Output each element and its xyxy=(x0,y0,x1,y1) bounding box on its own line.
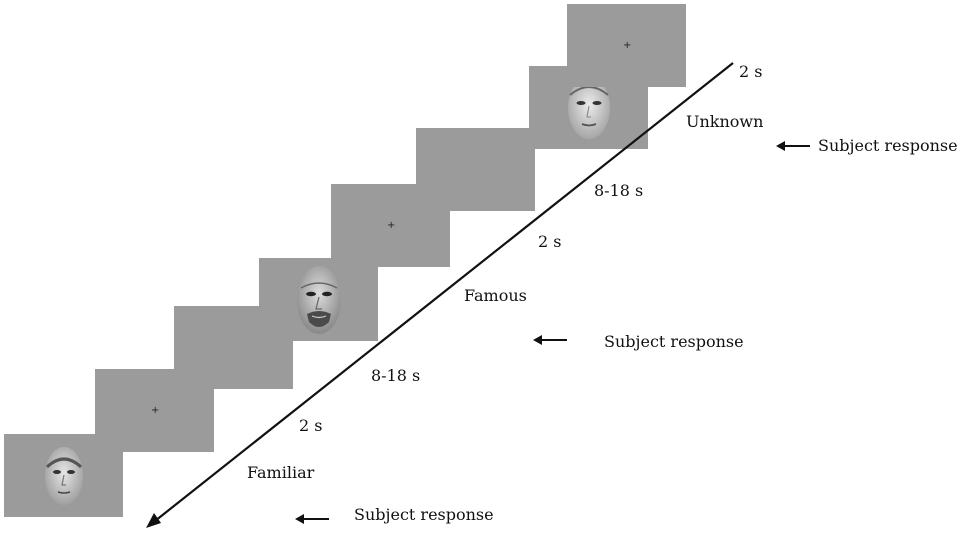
subject-response-label: Subject response xyxy=(604,332,744,351)
fixation-screen: + xyxy=(567,4,686,87)
left-arrow-icon xyxy=(776,141,810,151)
duration-label: 8-18 s xyxy=(371,366,421,385)
duration-label: 2 s xyxy=(538,232,562,251)
duration-label: 8-18 s xyxy=(594,181,644,200)
stimulus-screen-famous-face xyxy=(259,258,378,341)
young-woman-face-image xyxy=(567,76,610,139)
fixation-cross: + xyxy=(623,40,632,51)
bearded-man-face-image xyxy=(296,265,341,334)
subject-response-label: Subject response xyxy=(354,505,494,524)
fixation-cross: + xyxy=(387,220,396,231)
condition-label-unknown: Unknown xyxy=(686,112,764,131)
subject-response-label: Subject response xyxy=(818,136,958,155)
fixation-cross: + xyxy=(151,405,160,416)
young-man-face-image xyxy=(44,446,83,505)
blank-screen xyxy=(416,128,535,211)
condition-label-familiar: Familiar xyxy=(247,463,315,482)
duration-label: 2 s xyxy=(739,62,763,81)
left-arrow-icon xyxy=(295,514,329,524)
condition-label-famous: Famous xyxy=(464,286,527,305)
left-arrow-icon xyxy=(533,335,567,345)
duration-label: 2 s xyxy=(299,416,323,435)
